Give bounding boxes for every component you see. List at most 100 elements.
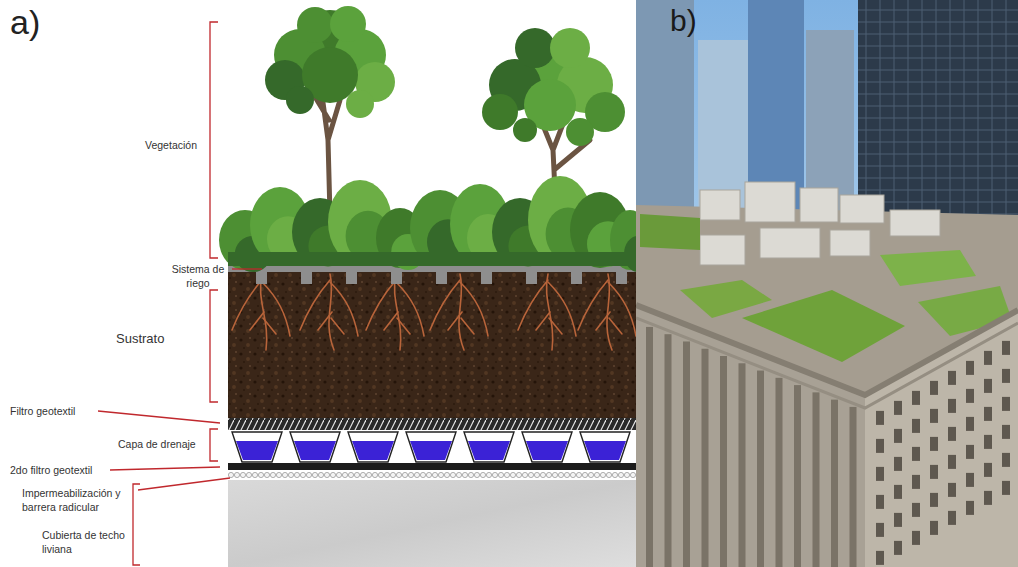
- barrier-cell: [438, 472, 443, 477]
- barrier-cell: [444, 472, 449, 477]
- shrubs: [219, 176, 652, 272]
- barrier-cell: [522, 472, 527, 477]
- window: [876, 551, 884, 565]
- water: [294, 441, 336, 460]
- emitter: [256, 270, 267, 284]
- barrier-cell: [336, 472, 341, 477]
- foliage: [550, 28, 590, 68]
- window: [894, 485, 902, 499]
- window: [1002, 425, 1010, 439]
- window: [966, 361, 974, 375]
- window: [948, 511, 956, 525]
- substrate: [228, 272, 640, 418]
- barrier-cell: [318, 472, 323, 477]
- barrier-cell: [480, 472, 485, 477]
- window: [894, 541, 902, 555]
- bracket: [133, 484, 140, 565]
- window: [984, 407, 992, 421]
- root: [430, 280, 460, 330]
- root: [608, 282, 636, 336]
- barrier-cell: [306, 472, 311, 477]
- root: [448, 312, 474, 334]
- rooftop-structure: [700, 235, 745, 265]
- barrier-cell: [624, 472, 629, 477]
- bracket: [210, 429, 218, 461]
- window: [894, 401, 902, 415]
- barrier-cell: [396, 472, 401, 477]
- root: [232, 280, 262, 330]
- window-row: [858, 178, 1018, 179]
- foliage: [330, 6, 366, 42]
- barrier-cell: [390, 472, 395, 477]
- column: [739, 363, 746, 567]
- barrier-cell: [402, 472, 407, 477]
- water: [468, 441, 510, 460]
- window-row: [858, 10, 1018, 11]
- window: [930, 437, 938, 451]
- barrier-cell: [366, 472, 371, 477]
- barrier-cell: [300, 472, 305, 477]
- column: [702, 349, 709, 567]
- column: [850, 407, 857, 567]
- root: [330, 282, 358, 336]
- window-row: [858, 94, 1018, 95]
- drainage-cup: [522, 432, 572, 462]
- window: [912, 391, 920, 405]
- building-photo: [636, 0, 1018, 567]
- shrub-base: [228, 252, 640, 266]
- window: [1002, 397, 1010, 411]
- window: [930, 521, 938, 535]
- layer-label: Capa de drenaje: [118, 437, 204, 451]
- rooftop-structure: [700, 190, 740, 220]
- root: [250, 312, 276, 334]
- barrier-cell: [252, 472, 257, 477]
- rooftop-structure: [745, 182, 795, 222]
- window: [966, 501, 974, 515]
- window: [912, 475, 920, 489]
- panel-letter: a): [10, 4, 70, 41]
- drainage-cup: [464, 432, 514, 462]
- barrier-cell: [618, 472, 623, 477]
- barrier-cell: [600, 472, 605, 477]
- window-row: [858, 22, 1018, 23]
- barrier-cell: [612, 472, 617, 477]
- window: [966, 445, 974, 459]
- layer-label: Sustrato: [116, 330, 196, 348]
- bracket: [210, 290, 218, 402]
- root: [300, 280, 330, 330]
- window: [912, 447, 920, 461]
- barrier-cell: [360, 472, 365, 477]
- barrier-cell: [528, 472, 533, 477]
- layer-label: Sistema de riego: [168, 262, 228, 290]
- window: [948, 483, 956, 497]
- root: [384, 312, 410, 334]
- window: [948, 455, 956, 469]
- window: [948, 371, 956, 385]
- barrier-cell: [258, 472, 263, 477]
- barrier-cell: [330, 472, 335, 477]
- water: [352, 441, 394, 460]
- water: [410, 441, 452, 460]
- foliage: [482, 94, 518, 130]
- barrier-cell: [534, 472, 539, 477]
- barrier-cell: [564, 472, 569, 477]
- water: [526, 441, 568, 460]
- window-row: [858, 34, 1018, 35]
- root: [318, 312, 344, 334]
- barrier-cell: [504, 472, 509, 477]
- window-row: [858, 58, 1018, 59]
- window: [894, 429, 902, 443]
- barrier-cell: [228, 472, 233, 477]
- window: [930, 465, 938, 479]
- root: [396, 282, 424, 336]
- barrier-cell: [570, 472, 575, 477]
- window: [876, 523, 884, 537]
- column: [665, 334, 672, 567]
- barrier-cell: [384, 472, 389, 477]
- barrier-cell: [486, 472, 491, 477]
- rooftop-structure: [830, 230, 870, 256]
- roots: [232, 274, 636, 350]
- second-filter: [228, 463, 640, 470]
- barrier-cell: [546, 472, 551, 477]
